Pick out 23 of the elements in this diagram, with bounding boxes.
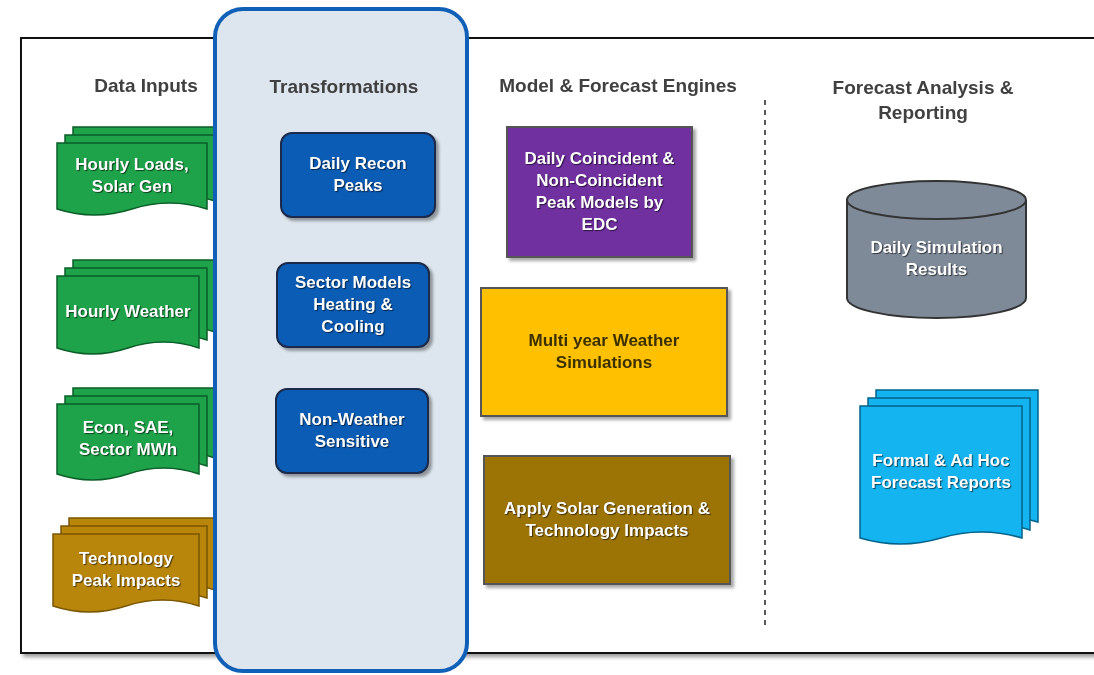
column-header: Model & Forecast Engines xyxy=(498,74,738,98)
process-box xyxy=(275,388,429,474)
node-label: Econ, SAE, Sector MWh xyxy=(77,417,179,461)
node-label: Formal & Ad Hoc Forecast Reports xyxy=(870,450,1012,494)
column-band xyxy=(213,7,469,673)
column-header: Transformations xyxy=(269,75,419,99)
node-label: Multi year Weather Simulations xyxy=(527,330,681,374)
process-box xyxy=(280,132,436,218)
process-box xyxy=(483,455,731,585)
column-header: Data Inputs xyxy=(93,74,199,98)
node-label: Daily Recon Peaks xyxy=(308,153,408,197)
process-box xyxy=(276,262,430,348)
node-label: Hourly Weather xyxy=(65,301,191,323)
node-label: Technology Peak Impacts xyxy=(70,548,182,592)
node-label: Non-Weather Sensitive xyxy=(298,409,406,453)
column-header: Forecast Analysis & Reporting xyxy=(831,76,1015,125)
node-label: Sector Models Heating & Cooling xyxy=(293,272,413,338)
node-label: Apply Solar Generation & Technology Impacts xyxy=(503,498,711,542)
process-box xyxy=(506,126,693,258)
process-box xyxy=(480,287,728,417)
node-label: Hourly Loads, Solar Gen xyxy=(74,154,190,198)
node-label: Daily Coincident & Non-Coincident Peak Models by EDC xyxy=(523,148,676,236)
node-label: Daily Simulation Results xyxy=(869,237,1004,281)
